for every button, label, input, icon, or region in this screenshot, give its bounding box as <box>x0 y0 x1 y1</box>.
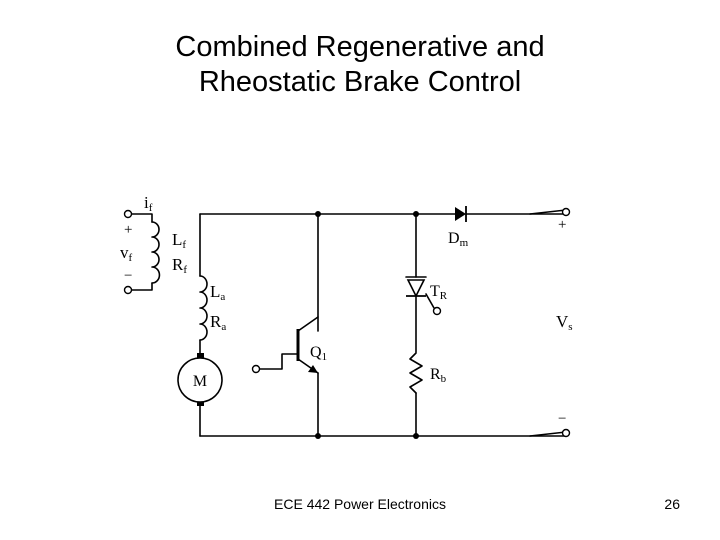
slide-title: Combined Regenerative and Rheostatic Bra… <box>0 30 720 100</box>
page-number: 26 <box>664 496 680 512</box>
title-line-1: Combined Regenerative and <box>175 31 545 63</box>
supply-minus-sign: − <box>558 411 566 427</box>
brake-resistor-label: Rb <box>430 366 447 385</box>
motor-label: M <box>193 373 207 390</box>
field-plus-sign: + <box>124 222 132 238</box>
field-inductor-label: Lf <box>172 230 186 251</box>
title-line-2: Rheostatic Brake Control <box>198 66 522 98</box>
supply-voltage-label: Vs <box>556 312 573 333</box>
field-current-label: if <box>144 193 153 214</box>
field-voltage-label: vf <box>120 243 133 264</box>
diode-label: Dm <box>448 230 469 249</box>
armature-resistor-label: Ra <box>210 312 226 333</box>
footer-course: ECE 442 Power Electronics <box>274 496 446 512</box>
armature-inductor-label: La <box>210 282 225 303</box>
field-minus-sign: − <box>124 268 132 284</box>
thyristor-label: TR <box>430 283 448 302</box>
field-resistor-label: Rf <box>172 255 187 276</box>
supply-plus-sign: + <box>558 217 566 233</box>
transistor-label: Q1 <box>310 344 327 363</box>
